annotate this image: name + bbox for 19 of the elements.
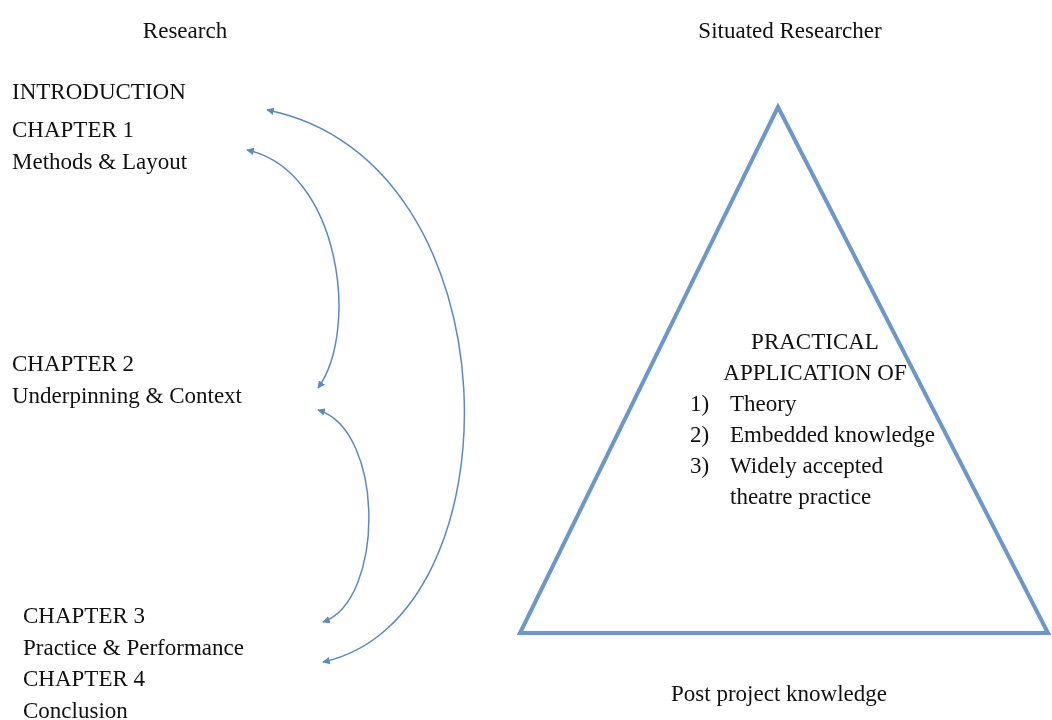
chapter-heading: CHAPTER 2 bbox=[12, 350, 136, 378]
list-item: 2) Embedded knowledge bbox=[690, 421, 937, 449]
chapter-title: Methods & Layout bbox=[12, 148, 189, 176]
curved-arrow bbox=[266, 108, 465, 663]
list-item: 3) Widely accepted theatre practice bbox=[690, 452, 884, 511]
column-heading: Research bbox=[142, 17, 228, 45]
list-item: 1) Theory bbox=[690, 390, 798, 418]
chapter-heading: CHAPTER 4 bbox=[23, 665, 147, 693]
chapter-heading: CHAPTER 1 bbox=[12, 116, 136, 144]
curved-arrow bbox=[317, 409, 370, 623]
chapter-title: Underpinning & Context bbox=[12, 382, 243, 410]
chapter-heading: INTRODUCTION bbox=[12, 78, 187, 106]
triangle-heading: PRACTICAL APPLICATION OF bbox=[722, 328, 908, 387]
chapter-title: Practice & Performance bbox=[23, 634, 245, 662]
curved-arrow bbox=[246, 148, 340, 389]
chapter-heading: CHAPTER 3 bbox=[23, 602, 147, 630]
column-heading: Post project knowledge bbox=[671, 680, 887, 708]
column-heading: Situated Researcher bbox=[698, 17, 882, 45]
chapter-title: Conclusion bbox=[23, 697, 129, 720]
